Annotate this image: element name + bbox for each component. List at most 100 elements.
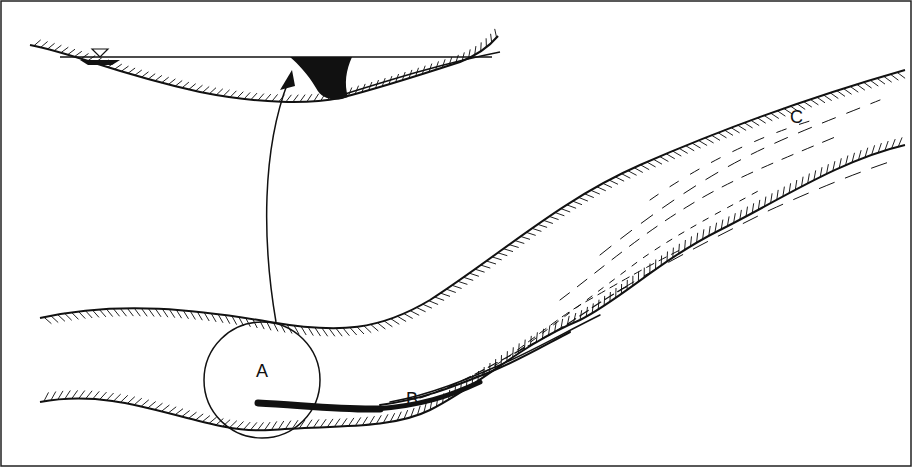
- hatch-stroke: [585, 194, 594, 198]
- hatch-stroke: [641, 165, 650, 170]
- hatch-stroke: [58, 315, 65, 322]
- hatch-stroke: [725, 130, 733, 135]
- hatch-stroke: [441, 293, 451, 296]
- pollutant-plume: [258, 100, 895, 409]
- hatch-stroke: [134, 398, 142, 405]
- hatch-stroke: [628, 171, 637, 176]
- hatch-stroke: [329, 328, 335, 336]
- hatch-stroke: [65, 391, 71, 399]
- hatch-stroke: [771, 113, 779, 119]
- hatch-stroke: [591, 190, 600, 194]
- hatch-stroke: [653, 159, 662, 164]
- hatch-stroke: [257, 422, 263, 430]
- hatch-stroke: [549, 216, 558, 219]
- arrow-head: [280, 70, 295, 90]
- hatch-stroke: [429, 301, 438, 305]
- hatch-stroke: [870, 80, 878, 86]
- hatch-stroke: [115, 64, 122, 69]
- hatch-stroke: [230, 91, 236, 97]
- hatch-stroke: [265, 94, 271, 101]
- hatch-stroke: [573, 201, 582, 205]
- hatch-stroke: [272, 94, 278, 101]
- hatch-stroke: [621, 174, 630, 179]
- water-surface: [60, 56, 492, 58]
- hatch-stroke: [486, 261, 496, 264]
- hatch-stroke: [306, 420, 312, 428]
- hatch-stroke: [230, 421, 237, 428]
- hatch-stroke: [251, 93, 257, 100]
- hatch-stroke: [660, 157, 669, 162]
- hatch-stroke: [336, 328, 342, 336]
- point-label: A: [256, 362, 268, 380]
- hatch-stroke: [258, 94, 264, 101]
- hatch-stroke: [61, 47, 68, 52]
- bank-hatching: [34, 29, 905, 430]
- hatch-stroke: [175, 81, 182, 87]
- hatch-stroke: [327, 419, 333, 427]
- hatch-stroke: [509, 245, 519, 248]
- point-label: C: [790, 108, 803, 126]
- detail-arrow: [267, 82, 288, 322]
- hatch-stroke: [203, 87, 210, 93]
- hatch-stroke: [113, 309, 119, 317]
- hatch-stroke: [532, 228, 542, 231]
- hatch-stroke: [182, 411, 190, 417]
- hatch-stroke: [141, 308, 147, 316]
- hatch-stroke: [244, 92, 250, 99]
- hatch-stroke: [34, 40, 41, 46]
- hatch-stroke: [189, 412, 197, 418]
- hatch-stroke: [100, 392, 107, 399]
- hatch-stroke: [864, 82, 872, 88]
- hatch-stroke: [209, 88, 216, 94]
- hatch-stroke: [250, 422, 257, 430]
- hatch-stroke: [738, 125, 747, 130]
- hatch-stroke: [692, 143, 701, 148]
- hatch-stroke: [673, 151, 682, 156]
- hatch-stroke: [286, 95, 292, 102]
- bank-line: [345, 52, 500, 94]
- hatch-stroke: [216, 89, 223, 95]
- hatch-stroke: [285, 421, 291, 429]
- detail-circle: [204, 322, 320, 438]
- hatch-stroke: [162, 405, 170, 411]
- hatch-stroke: [579, 197, 588, 201]
- hatch-stroke: [543, 220, 553, 223]
- hatch-stroke: [128, 397, 135, 404]
- hatch-stroke: [72, 390, 78, 398]
- hatch-stroke: [65, 313, 72, 320]
- hatch-stroke: [209, 417, 217, 423]
- hatch-stroke: [804, 102, 812, 108]
- hatch-stroke: [603, 183, 612, 187]
- hatch-stroke: [410, 311, 419, 316]
- hatch-stroke: [435, 297, 444, 300]
- hatch-stroke: [503, 249, 513, 252]
- hatch-stroke: [54, 45, 61, 51]
- hatch-stroke: [364, 326, 371, 333]
- hatch-stroke: [343, 328, 349, 336]
- hatch-stroke: [41, 42, 48, 48]
- hatch-stroke: [196, 85, 203, 91]
- hatch-stroke: [495, 29, 497, 38]
- hatch-stroke: [884, 76, 892, 82]
- hatch-stroke: [498, 253, 508, 256]
- hatch-stroke: [68, 49, 75, 54]
- hatch-stroke: [538, 224, 548, 227]
- hatch-stroke: [99, 309, 106, 317]
- hatch-stroke: [334, 419, 340, 427]
- hatch-stroke: [48, 43, 55, 49]
- hatch-stroke: [78, 311, 85, 318]
- hatch-stroke: [810, 99, 818, 105]
- hatch-stroke: [492, 257, 502, 260]
- hatch-stroke: [469, 273, 479, 276]
- hatch-stroke: [237, 92, 243, 98]
- hatch-stroke: [404, 314, 413, 319]
- hatch-stroke: [155, 403, 163, 409]
- hatch-stroke: [458, 281, 468, 284]
- hatch-stroke: [877, 78, 885, 84]
- hatch-stroke: [72, 312, 79, 319]
- hatch-stroke: [837, 91, 845, 97]
- hatch-stroke: [202, 416, 210, 422]
- hatch-stroke: [679, 148, 688, 153]
